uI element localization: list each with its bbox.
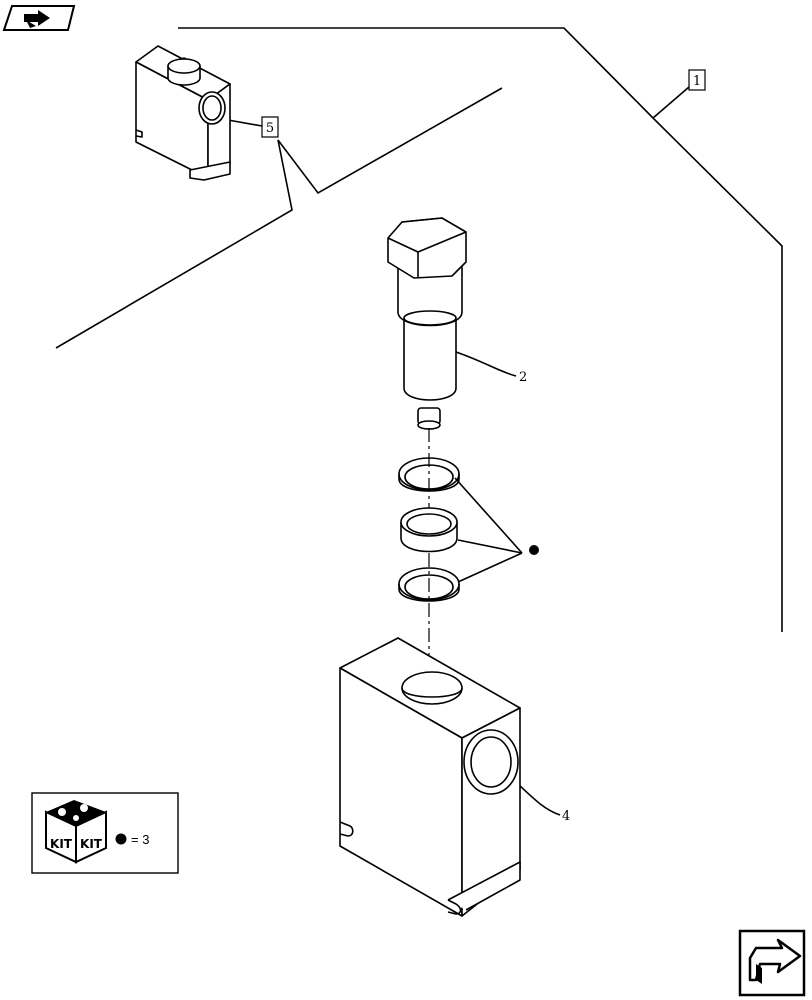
previous-page-arrow-icon[interactable] xyxy=(2,5,76,31)
callout-1[interactable]: 1 xyxy=(688,69,706,91)
kit-label-right: KIT xyxy=(80,837,103,851)
kit-label-left: KIT xyxy=(50,837,73,851)
kit-legend: KIT KIT = 3 xyxy=(31,792,179,874)
backup-ring xyxy=(400,507,458,553)
callout-4[interactable]: 4 xyxy=(562,809,570,824)
valve-body xyxy=(339,637,521,917)
leader-lines xyxy=(55,27,783,816)
seal-ring-bottom xyxy=(398,567,460,602)
kit-quantity-label: = 3 xyxy=(131,832,149,847)
callout-4-label: 4 xyxy=(562,809,570,824)
small-valve-block xyxy=(135,45,231,181)
callout-2[interactable]: 2 xyxy=(519,370,527,385)
callout-5-label: 5 xyxy=(266,121,274,136)
cartridge-pin xyxy=(387,217,467,430)
callout-1-label: 1 xyxy=(693,74,701,89)
seal-ring-top xyxy=(398,457,460,492)
callout-5[interactable]: 5 xyxy=(261,116,279,138)
next-page-arrow-icon[interactable] xyxy=(738,929,806,997)
kit-box-icon: KIT KIT xyxy=(45,800,107,864)
legend-bullet xyxy=(115,833,127,845)
kit-bullet xyxy=(529,545,539,555)
callout-2-label: 2 xyxy=(519,370,527,385)
